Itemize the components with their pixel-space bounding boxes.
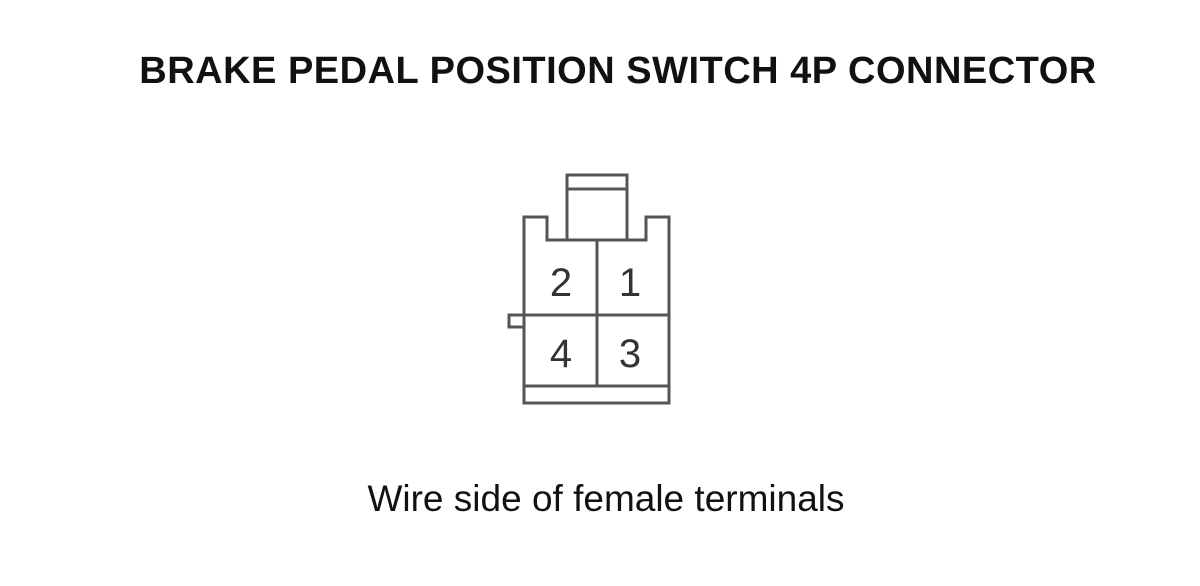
terminal-label: 4 [550, 332, 572, 376]
diagram-caption: Wire side of female terminals [367, 478, 845, 519]
side-key [507, 313, 526, 329]
terminal-label: 1 [619, 261, 641, 305]
locking-tab [565, 173, 629, 242]
terminal-label: 2 [550, 261, 572, 305]
terminal-label: 3 [619, 332, 641, 376]
housing-outline [522, 215, 671, 405]
terminal-labels: 2 1 4 3 [550, 261, 641, 376]
diagram-title: BRAKE PEDAL POSITION SWITCH 4P CONNECTOR [139, 50, 1097, 92]
connector-housing [507, 173, 671, 405]
